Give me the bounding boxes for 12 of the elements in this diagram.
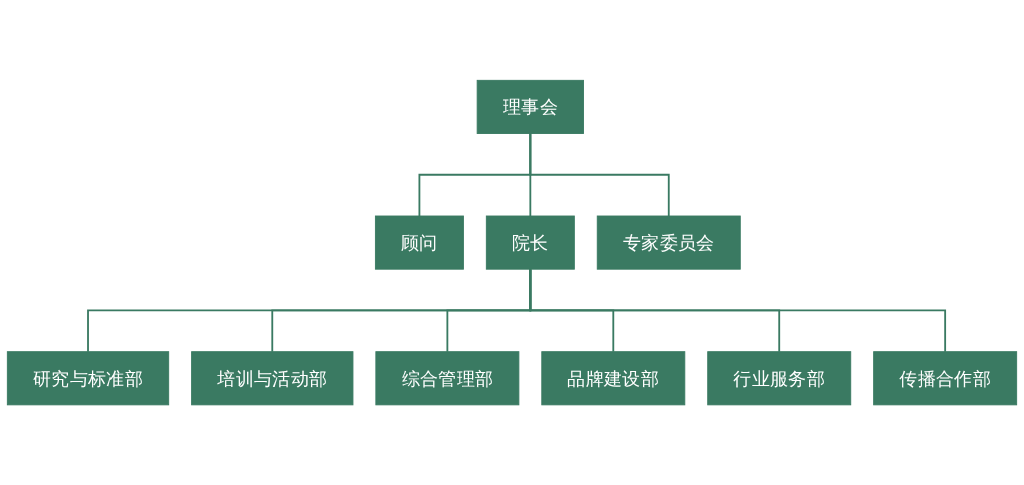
node-box: 研究与标准部	[6, 351, 170, 406]
node-box: 培训与活动部	[191, 351, 354, 406]
node-box: 行业服务部	[707, 351, 852, 406]
node-box: 院长	[485, 215, 575, 270]
node-box: 综合管理部	[375, 351, 520, 406]
connector	[529, 268, 947, 353]
connector	[529, 132, 670, 217]
node-box: 理事会	[476, 79, 584, 134]
node-box: 传播合作部	[873, 351, 1018, 406]
node-box: 品牌建设部	[541, 351, 686, 406]
node-box: 专家委员会	[596, 215, 741, 270]
node-box: 顾问	[374, 215, 464, 270]
